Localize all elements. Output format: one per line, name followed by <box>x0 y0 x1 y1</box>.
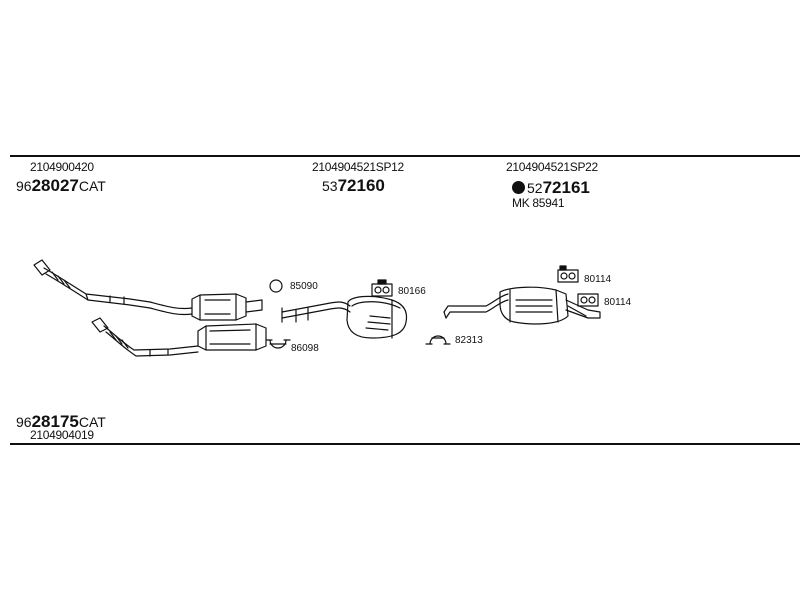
rear-silencer <box>499 286 601 325</box>
callout-hanger-rear-bottom: 80114 <box>604 297 632 308</box>
clamp-mid-icon <box>425 335 451 345</box>
callout-clamp-lower: 86098 <box>291 343 319 354</box>
rear-pipe <box>443 293 509 319</box>
kit-label-rear: MK 85941 <box>512 196 565 210</box>
front-pipe-upper <box>33 259 193 316</box>
part-number-mid: 5372160 <box>322 176 385 195</box>
bottom-rule <box>10 443 800 445</box>
ref-mid: 2104904521SP12 <box>312 160 404 174</box>
ref-cat-rear: 2104904019 <box>30 428 94 442</box>
part-number-cat-rear: 9628175CAT <box>16 412 106 431</box>
hanger-rear-bottom-icon <box>577 293 599 307</box>
catalytic-converter-lower <box>197 323 267 351</box>
hanger-rear-top-icon <box>557 265 579 283</box>
top-rule <box>10 155 800 157</box>
catalytic-converter-upper <box>191 293 263 321</box>
clamp-lower-icon <box>265 339 291 349</box>
front-pipe-lower <box>91 317 199 357</box>
part-number-cat-front: 9628027CAT <box>16 176 106 195</box>
seal-ring-icon <box>269 279 283 293</box>
ref-cat-front: 2104900420 <box>30 160 94 174</box>
middle-pipe <box>281 301 351 323</box>
callout-clamp-mid: 82313 <box>455 335 483 346</box>
callout-ring-upper: 85090 <box>290 281 318 292</box>
callout-hanger-mid: 80166 <box>398 286 426 297</box>
callout-hanger-rear-top: 80114 <box>584 274 612 285</box>
hanger-mid-icon <box>371 279 393 297</box>
center-silencer <box>346 295 408 339</box>
bullet-icon <box>512 181 525 194</box>
ref-rear: 2104904521SP22 <box>506 160 598 174</box>
part-number-rear: 5272161 <box>512 179 590 196</box>
